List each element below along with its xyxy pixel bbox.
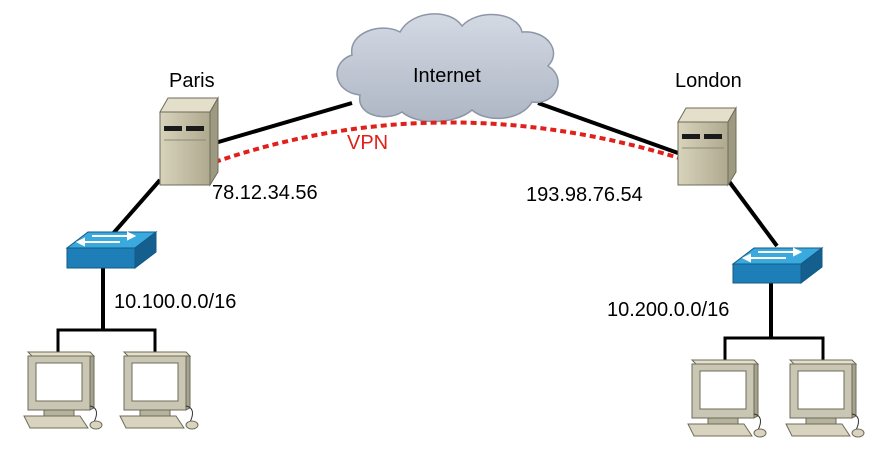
london-lan-bus [723, 336, 825, 360]
paris-site-label: Paris [169, 70, 215, 92]
paris-lan-bus [56, 328, 157, 352]
london-server-icon [677, 106, 737, 187]
internet-label: Internet [413, 65, 481, 87]
link-paris-internet [214, 101, 353, 145]
paris-public-ip: 78.12.34.56 [212, 182, 318, 204]
vpn-label: VPN [347, 132, 388, 154]
link-london-internet [537, 101, 679, 155]
london-switch-icon [731, 246, 824, 285]
london-lan-subnet: 10.200.0.0/16 [607, 299, 729, 321]
paris-lan-subnet: 10.100.0.0/16 [114, 291, 236, 313]
london-site-label: London [675, 70, 742, 92]
paris-switch-icon [65, 230, 158, 270]
link-paris-server-switch [108, 178, 162, 239]
link-london-server-switch [726, 178, 779, 248]
paris-workstation-1-icon [23, 351, 103, 430]
vpn-tunnel-line [214, 120, 680, 164]
london-workstation-1-icon [687, 359, 767, 438]
london-workstation-2-icon [785, 359, 865, 438]
paris-server-icon [159, 96, 219, 187]
paris-workstation-2-icon [119, 351, 199, 430]
london-public-ip: 193.98.76.54 [526, 184, 643, 206]
links [101, 101, 779, 338]
